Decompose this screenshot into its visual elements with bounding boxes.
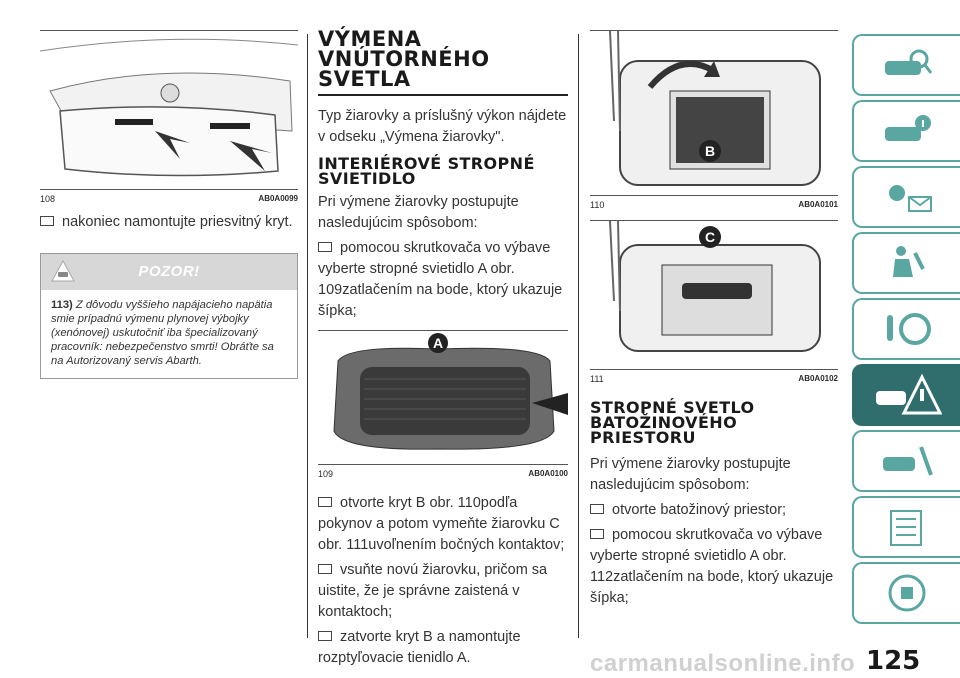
car-warning-icon	[876, 373, 942, 415]
subsection-title: INTERIÉROVÉ STROPNÉ SVIETIDLO	[318, 153, 535, 188]
figure-number: 108	[40, 194, 56, 204]
tab-alphabet-index[interactable]	[852, 562, 960, 624]
tab-car-search[interactable]	[852, 34, 960, 96]
column-1: 108 AB0A0099 nakoniec namontujte priesvi…	[40, 30, 298, 379]
bullet-box-icon	[318, 242, 332, 253]
alphabet-index-icon	[888, 574, 926, 612]
car-info-icon	[885, 115, 931, 141]
column-divider	[307, 34, 308, 638]
figure-caption: 111 AB0A0102	[590, 370, 838, 386]
warning-title: POZOR!	[138, 263, 200, 280]
figure-111: C	[590, 220, 838, 370]
tab-car-warning[interactable]	[852, 364, 960, 426]
figure-caption: 108 AB0A0099	[40, 190, 298, 206]
lead-text: Pri výmene žiarovky postupujte nasledujú…	[590, 455, 791, 493]
lamp-cover-illustration: B	[609, 31, 821, 186]
warning-header: POZOR!	[41, 254, 297, 290]
list-item: otvorte batožinový priestor;	[590, 500, 838, 521]
bullet-box-icon	[318, 497, 332, 508]
figure-code: AB0A0099	[258, 194, 298, 203]
airbag-seat-icon	[893, 246, 925, 277]
warning-car-icon	[51, 260, 75, 282]
figure-number: 111	[590, 374, 604, 384]
car-search-icon	[885, 49, 933, 75]
figure-caption: 109 AB0A0100	[318, 465, 568, 481]
figure-number: 110	[590, 200, 605, 210]
figure-caption: 110 AB0A0101	[590, 196, 838, 212]
list-item: otvorte kryt B obr. 110podľa pokynov a p…	[318, 495, 565, 554]
steering-wheel-key-icon	[887, 313, 931, 345]
tab-car-tools[interactable]	[852, 430, 960, 492]
tab-car-info[interactable]	[852, 100, 960, 162]
bullet-box-icon	[590, 528, 604, 539]
tab-dashboard-lights[interactable]	[852, 166, 960, 228]
column-2: VÝMENA VNÚTORNÉHO SVETLA Typ žiarovky a …	[318, 29, 568, 669]
figure-code: AB0A0101	[798, 200, 838, 209]
figure-108	[40, 30, 298, 190]
section-title: STROPNÉ SVETLO BATOŽINOVÉHO PRIESTORU	[590, 398, 755, 448]
figure-code: AB0A0102	[798, 374, 838, 383]
car-tools-icon	[883, 446, 933, 476]
tab-steering-key[interactable]	[852, 298, 960, 360]
tab-airbag-seat[interactable]	[852, 232, 960, 294]
figure-number: 109	[318, 469, 334, 480]
specs-list-icon	[890, 510, 922, 546]
figure-label-a: A	[433, 335, 443, 351]
list-item: zatvorte kryt B a namontujte rozptyľovac…	[318, 629, 521, 667]
figure-110: B	[590, 30, 838, 196]
section-title: VÝMENA VNÚTORNÉHO SVETLA	[318, 29, 568, 96]
list-item: vsuňte novú žiarovku, pričom sa uistite,…	[318, 562, 548, 621]
bullet-box-icon	[590, 503, 604, 514]
warning-text: 113) Z dôvodu vyššieho napájacieho napät…	[51, 299, 274, 367]
tailgate-illustration	[40, 38, 298, 177]
figure-label-b: B	[705, 143, 715, 159]
bulb-illustration: C	[609, 221, 821, 352]
bullet-box-icon	[318, 564, 332, 575]
tab-specs-list[interactable]	[852, 496, 960, 558]
page-number: 125	[866, 646, 921, 676]
warning-ref: 113)	[51, 299, 73, 311]
warning-box: POZOR! 113) Z dôvodu vyššieho napájacieh…	[40, 253, 298, 379]
list-item: pomocou skrutkovača vo výbave vyberte st…	[590, 526, 834, 606]
column-divider	[578, 34, 579, 638]
bullet-box-icon	[318, 631, 332, 642]
figure-109: A	[318, 330, 568, 466]
dashboard-lights-icon	[889, 185, 932, 212]
bullet-box-icon	[40, 216, 54, 226]
ceiling-lamp-illustration: A	[333, 333, 568, 450]
list-item: nakoniec namontujte priesvitný kryt.	[40, 212, 298, 233]
list-item: pomocou skrutkovača vo výbave vyberte st…	[318, 240, 563, 320]
figure-label-c: C	[705, 229, 715, 245]
figure-code: AB0A0100	[528, 469, 568, 479]
watermark: carmanualsonline.info	[590, 650, 856, 677]
chapter-tabs	[852, 34, 960, 628]
column-3: B 110 AB0A0101 C 111 AB0A0102 STROPNÉ SV…	[590, 30, 838, 609]
lead-text: Pri výmene žiarovky postupujte nasledujú…	[318, 194, 519, 232]
intro-text: Typ žiarovky a príslušný výkon nájdete v…	[318, 107, 567, 145]
